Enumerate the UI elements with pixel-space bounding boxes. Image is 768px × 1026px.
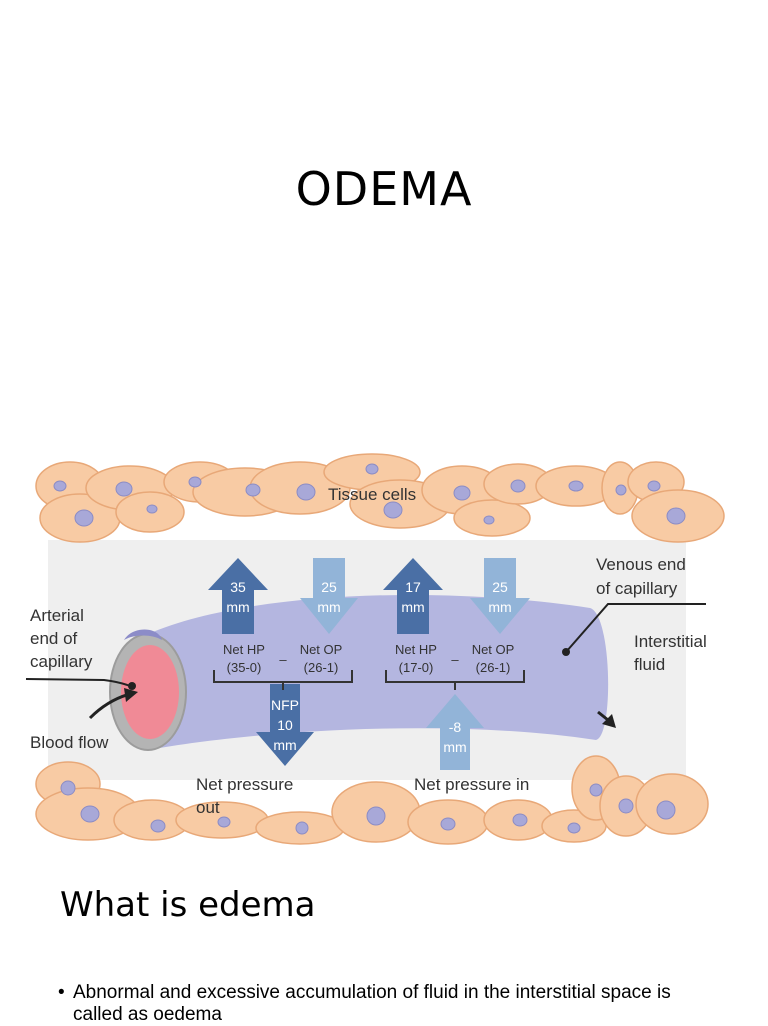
- venous-result-value: -8: [449, 719, 462, 735]
- arterial-hp-value: 35: [230, 579, 246, 595]
- venous-bracket: [385, 670, 525, 690]
- venous-result-label: Net pressure in: [414, 775, 529, 794]
- interstitial-label-2: fluid: [634, 655, 665, 674]
- blood-flow-label: Blood flow: [30, 733, 109, 752]
- venous-net-op-1: Net OP: [472, 642, 515, 657]
- interstitial-label-1: Interstitial: [634, 632, 707, 651]
- venous-op-value: 25: [492, 579, 508, 595]
- arterial-op-arrow: [300, 558, 358, 634]
- venous-result-arrow: [426, 694, 484, 770]
- bullet-item: Abnormal and excessive accumulation of f…: [58, 982, 718, 1026]
- tissue-cells-label: Tissue cells: [328, 485, 416, 504]
- venous-end-label-2: of capillary: [596, 579, 678, 598]
- outflow-arrow: [597, 710, 609, 722]
- venous-hp-unit: mm: [401, 599, 424, 615]
- endothelial-cell: [124, 629, 162, 640]
- outflow-arrowhead: [602, 714, 616, 728]
- tissue-nuclei-top: [53, 463, 686, 527]
- arterial-net-hp-1: Net HP: [223, 642, 265, 657]
- venous-op-unit: mm: [488, 599, 511, 615]
- arterial-result-label-2: out: [196, 798, 220, 817]
- arterial-hp-unit: mm: [226, 599, 249, 615]
- arterial-result-line-3: mm: [273, 737, 296, 753]
- venous-result-unit: mm: [443, 739, 466, 755]
- section-heading: What is edema: [60, 885, 316, 925]
- venous-net-hp-2: (17-0): [399, 660, 434, 675]
- blood-flow-arrowhead: [124, 688, 138, 702]
- arterial-end-label-3: capillary: [30, 652, 93, 671]
- venous-end-label-1: Venous end: [596, 555, 686, 574]
- arterial-op-unit: mm: [317, 599, 340, 615]
- arterial-minus: –: [279, 652, 287, 667]
- arterial-pointer-dot: [128, 682, 136, 690]
- arterial-result-label-1: Net pressure: [196, 775, 293, 794]
- arterial-hp-arrow: [208, 558, 268, 634]
- slide-title: ODEMA: [295, 162, 473, 216]
- capillary-vessel: [148, 594, 609, 750]
- venous-hp-value: 17: [405, 579, 421, 595]
- arterial-bracket: [213, 670, 353, 690]
- arterial-net-op-1: Net OP: [300, 642, 343, 657]
- capillary-diagram: Tissue cells Venous end of capillary Art…: [0, 448, 768, 848]
- venous-net-op-2: (26-1): [476, 660, 511, 675]
- arterial-end-label-2: end of: [30, 629, 78, 648]
- venous-hp-arrow: [383, 558, 443, 634]
- arterial-op-value: 25: [321, 579, 337, 595]
- venous-pointer: [565, 603, 706, 653]
- arterial-end-label-1: Arterial: [30, 606, 84, 625]
- bullet-list: Abnormal and excessive accumulation of f…: [58, 982, 718, 1026]
- venous-minus: –: [451, 652, 459, 667]
- venous-pointer-dot: [562, 648, 570, 656]
- venous-net-hp-1: Net HP: [395, 642, 437, 657]
- arterial-net-hp-2: (35-0): [227, 660, 262, 675]
- arterial-net-op-2: (26-1): [304, 660, 339, 675]
- vessel-lumen: [121, 645, 179, 739]
- arterial-pointer: [25, 678, 131, 687]
- arterial-result-line-1: NFP: [271, 697, 299, 713]
- arterial-result-arrow: [256, 684, 314, 766]
- venous-op-arrow: [470, 558, 530, 634]
- arterial-result-line-2: 10: [277, 717, 293, 733]
- tissue-nuclei-bottom: [60, 780, 676, 835]
